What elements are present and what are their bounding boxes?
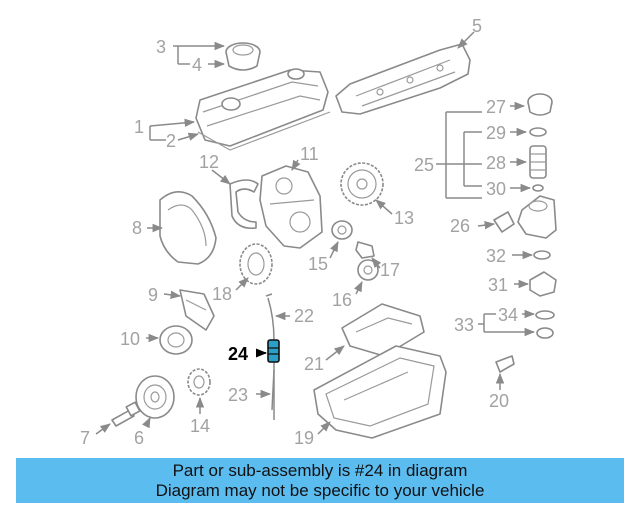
info-banner: Part or sub-assembly is #24 in diagram D…: [16, 458, 624, 503]
parts-diagram: 3 4 5 1 2 12 11 13 8 15 17 16 18 9 22 10…: [80, 16, 557, 448]
tensioner-bolt-part: [355, 241, 375, 259]
idler-pulley-part: [357, 259, 379, 281]
oil-pan-part: [313, 345, 447, 439]
callout-11: 11: [300, 144, 319, 164]
callout-3: 3: [156, 37, 166, 57]
callout-2: 2: [166, 131, 176, 151]
valve-cover-part: [195, 68, 331, 151]
callout-29: 29: [486, 123, 506, 143]
cam-gear-part: [340, 162, 384, 206]
crank-bolt-part: [111, 401, 141, 427]
callout-5: 5: [472, 16, 482, 36]
callout-7: 7: [80, 428, 90, 448]
banner-line-1: Part or sub-assembly is #24 in diagram: [172, 460, 468, 480]
banner-line-2: Diagram may not be specific to your vehi…: [155, 480, 485, 500]
callout-21: 21: [304, 354, 324, 374]
oil-baffle-part: [341, 303, 425, 357]
oring-29-part: [529, 127, 547, 137]
callout-16: 16: [332, 290, 352, 310]
leader-lines: [95, 31, 536, 435]
callout-25: 25: [414, 155, 434, 175]
filter-housing-part: [517, 195, 557, 239]
sensor-26-part: [493, 211, 515, 233]
crank-gear-part: [239, 243, 273, 285]
seal-33-part: [536, 327, 554, 339]
sprocket-part: [187, 368, 211, 396]
callout-10: 10: [120, 329, 140, 349]
callout-23: 23: [228, 385, 248, 405]
callout-27: 27: [486, 97, 506, 117]
callout-9: 9: [148, 285, 158, 305]
callout-33: 33: [454, 315, 474, 335]
callout-20: 20: [489, 391, 509, 411]
callout-31: 31: [488, 275, 508, 295]
seal-34-part: [535, 310, 555, 320]
callout-4: 4: [192, 55, 202, 75]
callout-28: 28: [486, 153, 506, 173]
callout-14: 14: [190, 416, 210, 436]
callout-18: 18: [212, 284, 232, 304]
callout-26: 26: [450, 216, 470, 236]
callout-12: 12: [199, 152, 219, 172]
oil-cap-part: [225, 42, 261, 71]
drain-part: [495, 355, 515, 373]
callouts: 3 4 5 1 2 12 11 13 8 15 17 16 18 9 22 10…: [80, 16, 518, 448]
filter-element-part: [529, 145, 547, 179]
bracket-part: [179, 289, 215, 331]
oil-cooler-part: [529, 271, 557, 297]
oil-pump-part: [159, 325, 193, 355]
dipstick-guide-part-24: [267, 339, 280, 363]
callout-17: 17: [380, 260, 400, 280]
tensioner-pulley-part: [331, 220, 353, 240]
seal-30-part: [532, 184, 544, 192]
callout-8: 8: [132, 218, 142, 238]
callout-1: 1: [134, 117, 144, 137]
callout-6: 6: [134, 428, 144, 448]
timing-cover-part: [259, 165, 323, 249]
callout-22: 22: [294, 306, 314, 326]
callout-32: 32: [486, 246, 506, 266]
oil-filter-cap-part: [527, 93, 553, 116]
callout-19: 19: [294, 428, 314, 448]
engine-cover-part: [335, 43, 471, 115]
crank-pulley-part: [135, 375, 175, 419]
callout-24: 24: [228, 344, 248, 364]
callout-13: 13: [394, 208, 414, 228]
callout-15: 15: [308, 254, 328, 274]
callout-30: 30: [486, 179, 506, 199]
callout-34: 34: [498, 305, 518, 325]
lower-cover-part: [159, 191, 217, 265]
timing-belt-part: [229, 179, 259, 230]
seal-32-part: [533, 250, 551, 260]
